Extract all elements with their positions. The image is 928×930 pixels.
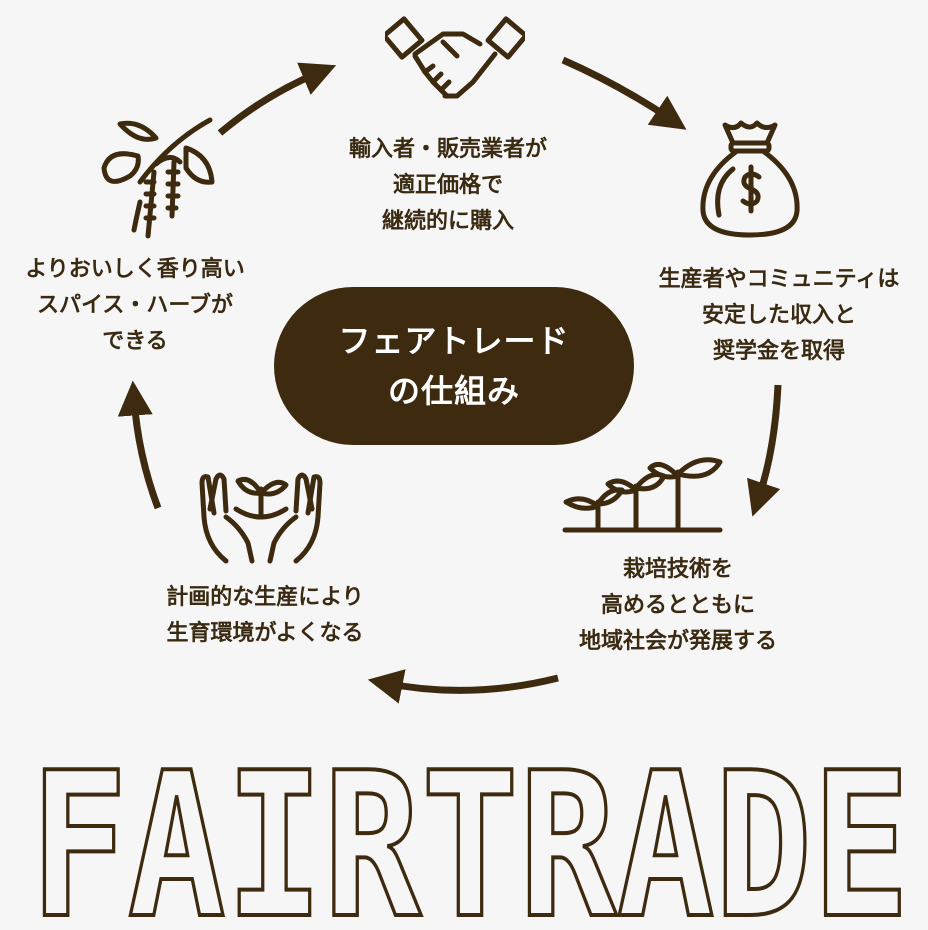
- pepper-plant-icon: [101, 117, 215, 239]
- step-3-line-2: 高めるとともに: [600, 593, 755, 618]
- step-4-label: 計画的な生産により 生育環境がよくなる: [140, 580, 390, 652]
- step-4-line-1: 計画的な生産により: [166, 585, 364, 610]
- fairtrade-text: FAIRTRADE: [30, 755, 910, 930]
- step-3-label: 栽培技術を 高めるとともに 地域社会が発展する: [548, 552, 808, 660]
- step-2-label: 生産者やコミュニティは 安定した収入と 奨学金を取得: [634, 262, 924, 370]
- step-1-line-3: 継続的に購入: [381, 209, 514, 234]
- step-2-line-2: 安定した収入と: [701, 303, 856, 328]
- arrow-step4-to-step5: [117, 380, 162, 510]
- arrow-step5-to-step1: [217, 62, 337, 136]
- arrow-step2-to-step3: [747, 384, 782, 517]
- step-2-line-1: 生産者やコミュニティは: [658, 267, 900, 292]
- hands-sprout-icon: [199, 472, 323, 564]
- step-1-label: 輸入者・販売業者が 適正価格で 継続的に購入: [318, 132, 578, 240]
- step-5-label: よりおいしく香り高い スパイス・ハーブが できる: [0, 252, 270, 360]
- step-5-line-3: できる: [102, 329, 168, 354]
- step-2-line-3: 奨学金を取得: [712, 339, 845, 364]
- step-1-line-1: 輸入者・販売業者が: [348, 137, 547, 162]
- step-3-line-3: 地域社会が発展する: [578, 629, 777, 654]
- center-title-pill: フェアトレード の仕組み: [274, 287, 634, 445]
- step-5-line-1: よりおいしく香り高い: [25, 257, 245, 282]
- money-bag-icon: [700, 120, 800, 238]
- handshake-icon: [385, 16, 525, 99]
- center-title-line-2: の仕組み: [387, 372, 520, 410]
- center-title-line-1: フェアトレード: [338, 322, 570, 360]
- arrow-step3-to-step4: [367, 669, 559, 704]
- step-1-line-2: 適正価格で: [392, 173, 503, 198]
- step-3-line-1: 栽培技術を: [622, 557, 733, 582]
- arrow-step1-to-step2: [561, 56, 687, 130]
- fairtrade-wordmark: FAIRTRADE: [28, 755, 912, 930]
- step-5-line-2: スパイス・ハーブが: [36, 293, 234, 318]
- step-4-line-2: 生育環境がよくなる: [166, 621, 364, 646]
- seedlings-icon: [562, 457, 723, 533]
